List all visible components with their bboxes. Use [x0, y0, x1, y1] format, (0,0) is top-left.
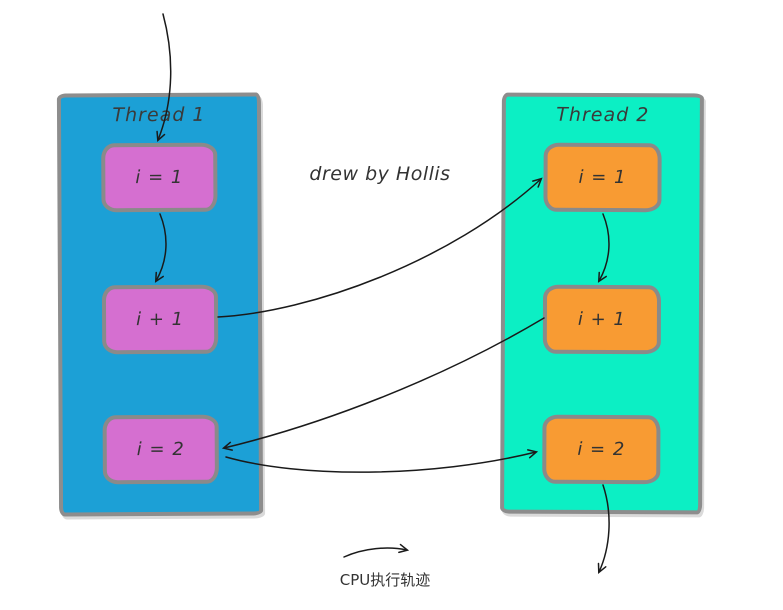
thread1-step3-label: i = 2: [136, 438, 185, 461]
legend-arrow: [343, 543, 410, 558]
thread2-step-i-equals-2: i = 2: [542, 414, 661, 485]
legend-label: CPU执行轨迹: [339, 571, 431, 589]
thread2-title: Thread 2: [556, 103, 650, 127]
thread1-step-i-equals-2: i = 2: [102, 414, 219, 485]
thread2-step-i-plus-1: i + 1: [542, 284, 662, 355]
thread2-step3-label: i = 2: [577, 438, 626, 461]
thread2-step1-label: i = 1: [578, 166, 627, 189]
arrow-thread2-iplus1-to-thread1-i2: [221, 317, 545, 451]
thread2-panel: Thread 2 i = 1 i + 1 i = 2: [500, 92, 704, 515]
thread1-step-i-equals-1: i = 1: [101, 142, 218, 213]
watermark-text: drew by Hollis: [309, 163, 451, 185]
thread2-step-i-equals-1: i = 1: [543, 142, 662, 213]
arrow-thread1-iplus1-to-thread2-i1: [217, 177, 543, 318]
arrow-thread1-i2-to-thread2-i2: [225, 449, 539, 473]
thread2-step2-label: i + 1: [577, 308, 626, 331]
thread1-title: Thread 1: [112, 103, 206, 127]
thread1-step-i-plus-1: i + 1: [101, 284, 219, 355]
thread1-step1-label: i = 1: [135, 166, 184, 189]
thread1-panel: Thread 1 i = 1 i + 1 i = 2: [56, 92, 264, 517]
thread1-step2-label: i + 1: [136, 308, 185, 331]
